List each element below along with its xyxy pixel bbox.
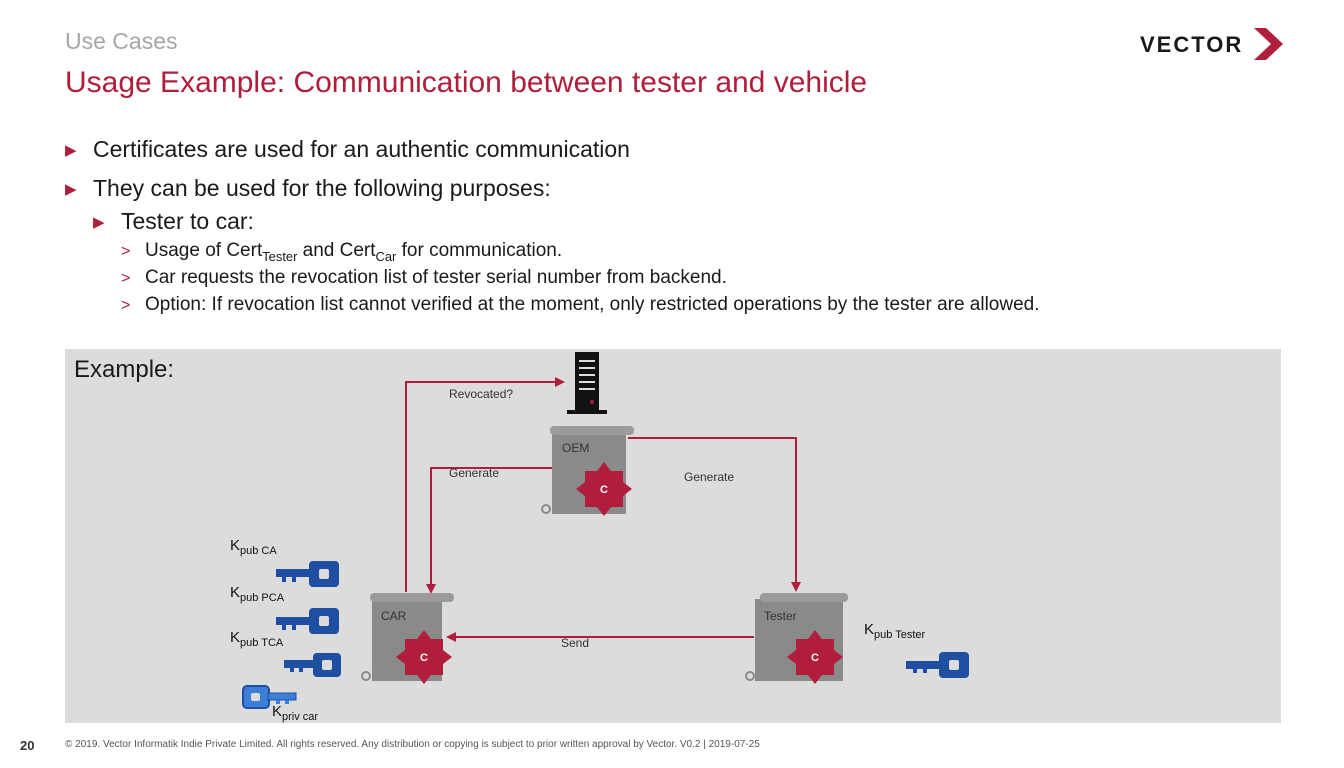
key-label-priv-car: Kpriv car — [272, 703, 318, 723]
svg-text:C: C — [600, 484, 608, 496]
bullet-item: ▶Tester to car: — [93, 208, 254, 234]
label-send: Send — [561, 636, 589, 650]
slide-title: Usage Example: Communication between tes… — [65, 66, 868, 99]
svg-text:C: C — [420, 652, 428, 664]
page-number: 20 — [20, 738, 35, 753]
example-label: Example: — [74, 356, 175, 383]
arrow-revocated — [405, 377, 565, 592]
seal-icon — [787, 630, 843, 684]
key-pub-tca-icon — [284, 653, 341, 677]
svg-text:C: C — [811, 652, 819, 664]
seal-icon — [396, 630, 452, 684]
seal-icon — [576, 462, 632, 516]
label-generate-right: Generate — [684, 470, 734, 484]
key-label-pub-ca: Kpub CA — [230, 537, 277, 557]
car-certificate — [361, 593, 454, 684]
key-label-pub-pca: Kpub PCA — [230, 584, 285, 604]
chevron-logo-icon — [1254, 28, 1283, 60]
logo-text: VECTOR — [1140, 32, 1244, 57]
sub-bullet-item: >Car requests the revocation list of tes… — [121, 267, 727, 288]
oem-certificate — [541, 426, 634, 516]
arrow-generate-right — [628, 437, 801, 592]
key-pub-pca-icon — [276, 608, 339, 634]
sub-bullet-item: >Option: If revocation list cannot verif… — [121, 294, 1040, 315]
chevron-bullet-icon: > — [121, 243, 131, 260]
section-label: Use Cases — [65, 28, 178, 54]
example-panel — [65, 349, 1281, 723]
key-pub-ca-icon — [276, 561, 339, 587]
label-generate-left: Generate — [449, 466, 499, 480]
tester-certificate — [745, 593, 848, 684]
sub-bullet-item: >Usage of CertTester and CertCar for com… — [121, 240, 563, 264]
bullet-triangle-icon: ▶ — [65, 181, 77, 198]
key-priv-car-icon — [242, 685, 297, 709]
key-label-pub-tca: Kpub TCA — [230, 629, 284, 649]
bullet-item: ▶Certificates are used for an authentic … — [65, 136, 630, 162]
chevron-bullet-icon: > — [121, 297, 131, 314]
bullet-triangle-icon: ▶ — [65, 142, 77, 159]
server-icon — [567, 352, 607, 414]
key-label-pub-tester: Kpub Tester — [864, 621, 926, 641]
car-cert-label: CAR — [381, 609, 407, 623]
copyright-footer: © 2019. Vector Informatik Indie Private … — [65, 739, 760, 750]
bullet-triangle-icon: ▶ — [93, 214, 105, 231]
label-revocated: Revocated? — [449, 387, 513, 401]
arrow-generate-left — [426, 467, 552, 594]
tester-cert-label: Tester — [764, 609, 797, 623]
key-pub-tester-icon — [906, 652, 969, 678]
vector-logo: VECTOR — [1140, 26, 1285, 62]
bullet-item: ▶They can be used for the following purp… — [65, 175, 551, 201]
chevron-bullet-icon: > — [121, 270, 131, 287]
oem-cert-label: OEM — [562, 441, 589, 455]
